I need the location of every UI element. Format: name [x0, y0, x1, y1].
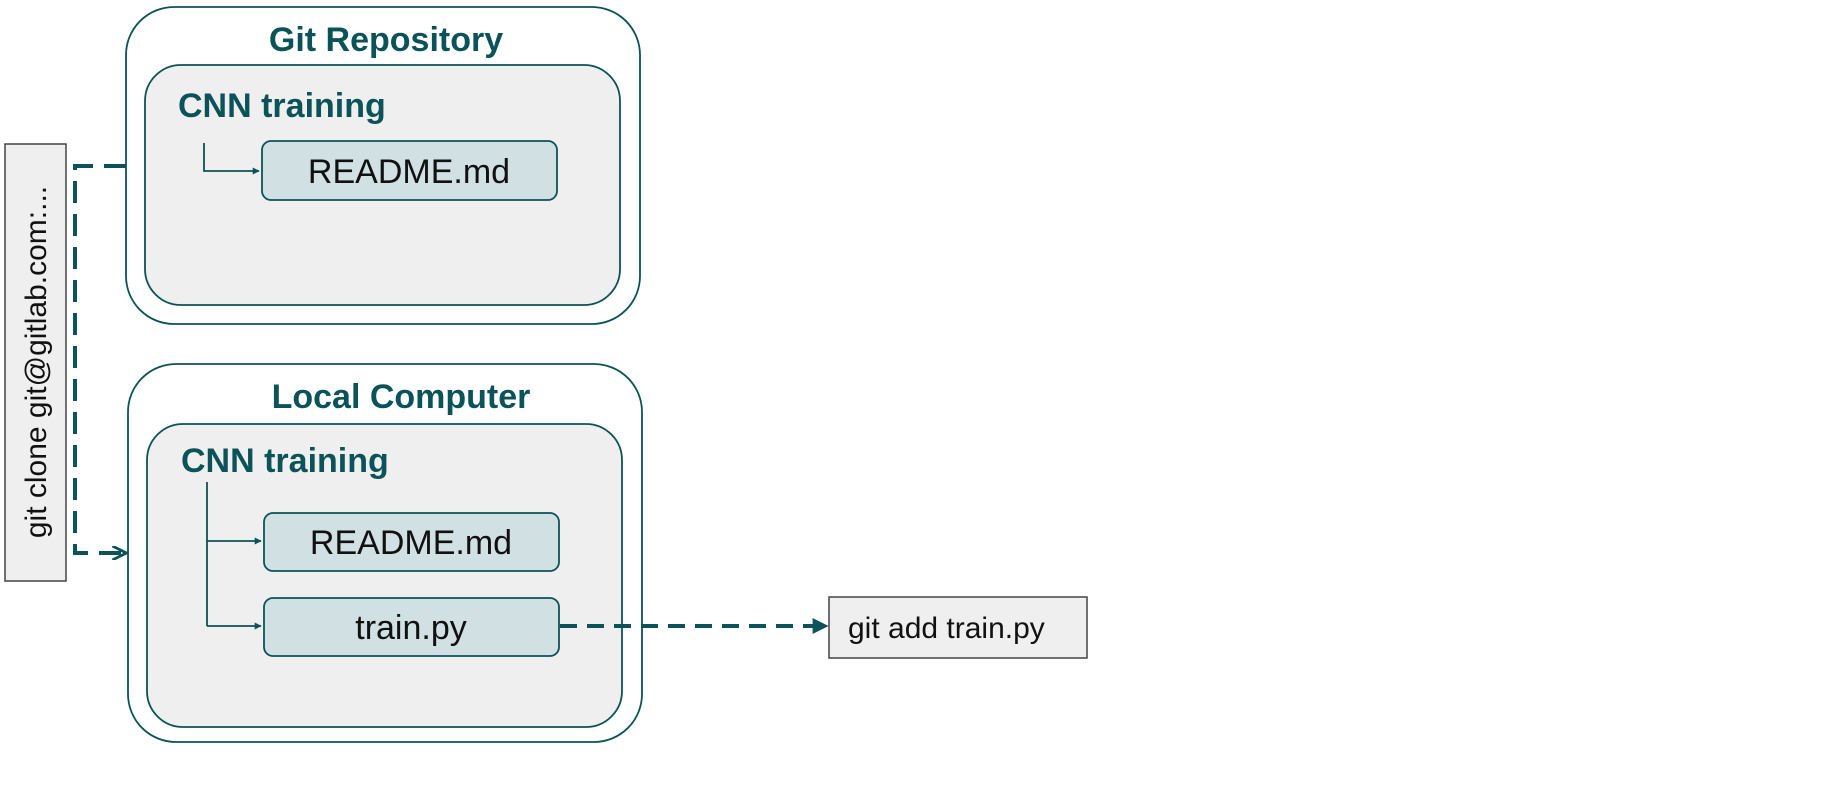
- local-computer-file-train-label: train.py: [355, 609, 467, 647]
- add-command-box: git add train.py: [828, 596, 1088, 659]
- local-computer-title: Local Computer: [272, 378, 531, 416]
- clone-command-rect: [4, 143, 67, 582]
- local-computer-file-readme-label: README.md: [310, 524, 512, 562]
- git-repository-file-readme: [261, 140, 558, 201]
- git-repository-tree-connector: [203, 143, 260, 175]
- git-repository-file-readme-label: README.md: [308, 153, 510, 191]
- add-command-label: git add train.py: [848, 612, 1045, 645]
- clone-arrow: [73, 164, 126, 553]
- git-repository-container: Git Repository CNN training README.md: [125, 6, 641, 325]
- clone-command-label: git clone git@gitlab.com:...: [20, 186, 53, 538]
- clone-command-box: git clone git@gitlab.com:...: [4, 143, 67, 582]
- git-repository-title: Git Repository: [269, 21, 503, 59]
- local-computer-container: Local Computer CNN training README.md tr…: [127, 363, 643, 743]
- add-command-rect: [828, 596, 1088, 659]
- local-computer-folder-title: CNN training: [181, 442, 389, 480]
- git-repository-folder-title: CNN training: [178, 87, 386, 125]
- local-computer-file-readme: [263, 512, 560, 572]
- local-computer-file-train: [263, 597, 560, 657]
